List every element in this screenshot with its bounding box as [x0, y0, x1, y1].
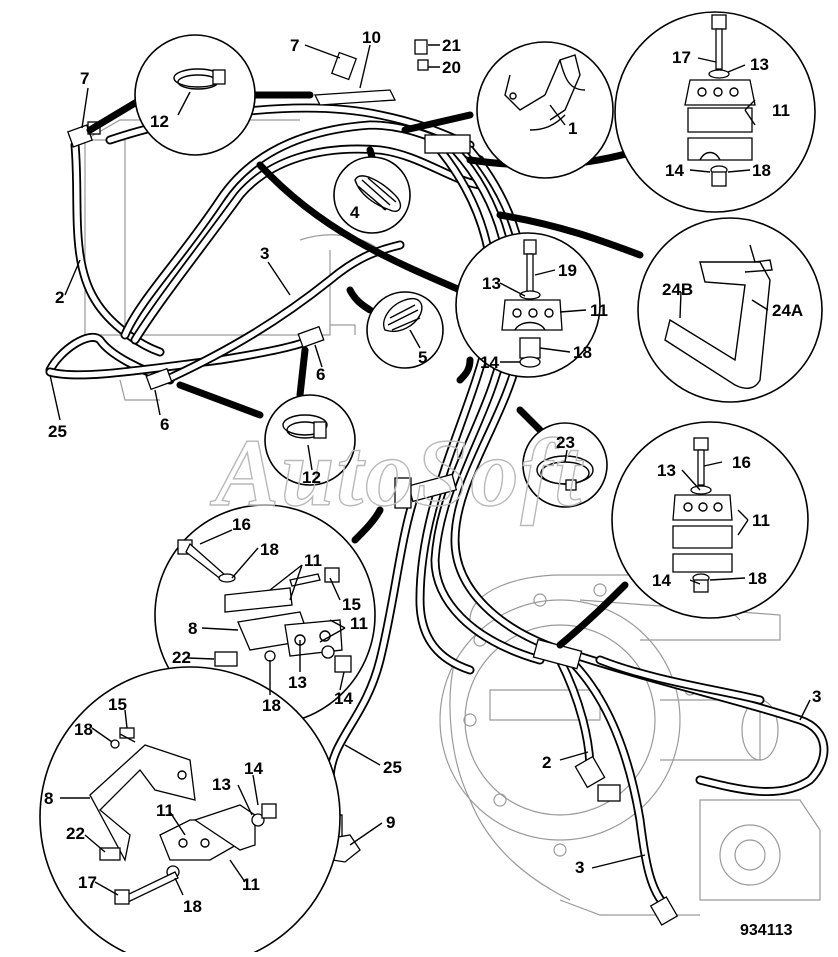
callout-label: 15	[108, 695, 127, 714]
callout-label: 25	[48, 422, 67, 441]
callout-labels: 7 10 21 20 7 12 1 17 13 11 14 18 4 3 2 1…	[44, 28, 821, 916]
callout-label: 4	[350, 203, 360, 222]
callout-label: 2	[542, 753, 551, 772]
callout-label: 18	[260, 540, 279, 559]
callout-label: 17	[672, 48, 691, 67]
detail-leaders	[86, 91, 644, 919]
callout-label: 19	[558, 261, 577, 280]
callout-label: 14	[665, 161, 684, 180]
detail-ring-23	[522, 422, 608, 508]
transmission-housing-outline	[439, 574, 821, 916]
callout-label: 7	[290, 36, 299, 55]
callout-label: 1	[568, 119, 577, 138]
detail-bracket-24	[637, 217, 823, 403]
callout-label: 15	[342, 595, 361, 614]
callout-label: 24A	[772, 301, 803, 320]
callout-label: 18	[748, 569, 767, 588]
callout-label: 13	[288, 673, 307, 692]
callout-label: 9	[386, 813, 395, 832]
callout-label: 6	[316, 365, 325, 384]
callout-label: 11	[350, 614, 368, 633]
detail-sleeve-5	[366, 291, 444, 369]
callout-label: 14	[334, 689, 353, 708]
detail-clamp-plate-e	[39, 666, 341, 957]
callout-label: 18	[573, 343, 592, 362]
callout-label: 3	[575, 858, 584, 877]
callout-label: 23	[556, 433, 575, 452]
callout-label: 11	[752, 511, 770, 530]
callout-label: 8	[44, 789, 53, 808]
callout-label: 20	[442, 58, 461, 77]
callout-label: 5	[418, 348, 427, 367]
callout-label: 11	[242, 875, 260, 894]
detail-clamp-stack-a	[614, 11, 816, 213]
callout-label: 14	[480, 353, 499, 372]
callout-label: 21	[442, 36, 461, 55]
callout-label: 8	[188, 619, 197, 638]
callout-label: 14	[244, 759, 263, 778]
callout-leaders	[49, 44, 811, 896]
detail-clip-12-mid	[264, 394, 356, 486]
callout-label: 6	[160, 415, 169, 434]
callout-label: 16	[732, 453, 751, 472]
callout-label: 3	[260, 244, 269, 263]
callout-label: 11	[304, 551, 322, 570]
callout-label: 22	[172, 648, 191, 667]
callout-label: 13	[657, 461, 676, 480]
detail-clamp-stack-c	[611, 421, 809, 619]
callout-label: 13	[482, 274, 501, 293]
callout-label: 17	[78, 873, 97, 892]
callout-label: 18	[74, 720, 93, 739]
callout-label: 11	[772, 101, 790, 120]
callout-label: 18	[262, 696, 281, 715]
callout-label: 25	[383, 758, 402, 777]
callout-label: 24B	[662, 280, 693, 299]
callout-label: 22	[66, 824, 85, 843]
callout-label: 14	[652, 571, 671, 590]
detail-clip-12-top	[134, 34, 256, 156]
callout-label: 3	[812, 687, 821, 706]
detail-clamp-stack-b	[455, 232, 601, 378]
detail-sleeve-4	[333, 156, 411, 234]
figure-reference-number: 934113	[740, 922, 793, 939]
callout-label: 13	[750, 55, 769, 74]
callout-label: 16	[232, 515, 251, 534]
callout-label: 18	[752, 161, 771, 180]
callout-label: 2	[55, 288, 64, 307]
callout-label: 11	[156, 801, 174, 820]
callout-label: 11	[590, 301, 608, 320]
callout-label: 7	[80, 69, 89, 88]
detail-bracket-1	[476, 41, 614, 179]
callout-label: 10	[362, 28, 381, 47]
callout-label: 12	[150, 112, 169, 131]
callout-label: 12	[302, 468, 321, 487]
callout-label: 13	[212, 775, 231, 794]
callout-label: 18	[183, 897, 202, 916]
watermark-text: AutoSoft	[210, 419, 584, 526]
